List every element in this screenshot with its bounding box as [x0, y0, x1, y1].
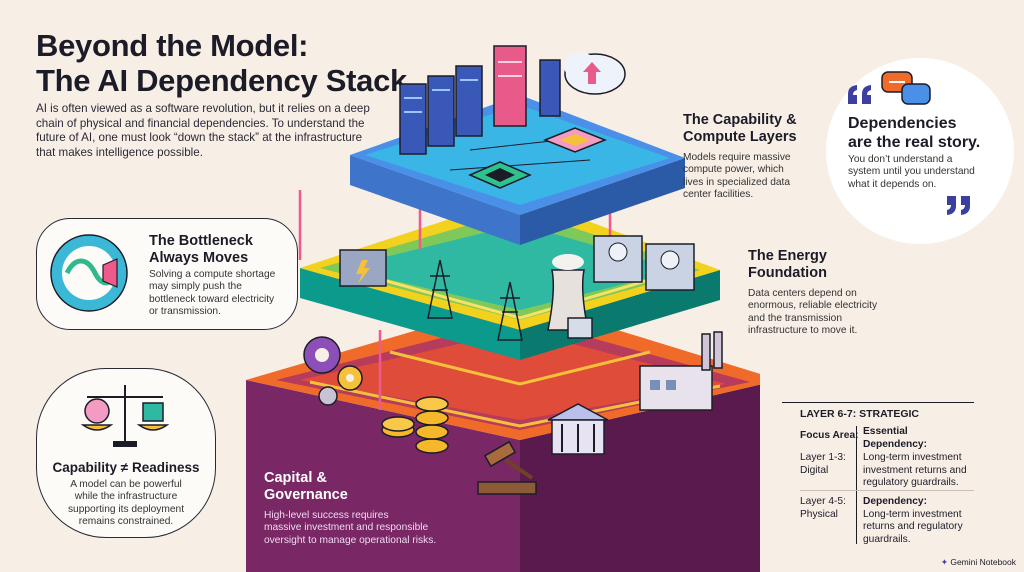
quote-close-icon — [947, 196, 970, 215]
quote-open-icon — [848, 85, 871, 104]
capital-layer-label: Capital & Governance High-level success … — [264, 470, 464, 547]
strategic-focus-label: Focus Area: — [800, 430, 859, 441]
bottleneck-body-line: bottleneck toward electricity — [149, 293, 275, 305]
row1-right-line: investment returns and — [863, 464, 967, 476]
energy-layer-body: Data centers depend on enormous, reliabl… — [748, 288, 908, 337]
energy-layer-title: The Energy Foundation — [748, 248, 908, 282]
cooling-units — [593, 235, 695, 291]
strategic-row1-left: Layer 1-3: Digital — [800, 452, 846, 477]
readiness-body-line: A model can be powerful — [70, 479, 182, 490]
essential-line-1: Essential — [863, 426, 908, 437]
strategic-top-rule — [782, 402, 974, 403]
row1-left-line-1: Layer 1-3: — [800, 452, 846, 463]
energy-title-line-2: Foundation — [748, 265, 827, 281]
quote-body-line: what it depends on. — [848, 178, 937, 190]
row2-right-line: Long-term investment — [863, 508, 962, 520]
quote-title-line-1: Dependencies — [848, 115, 957, 132]
transmission-towers — [427, 259, 523, 341]
energy-layer-label: The Energy Foundation Data centers depen… — [748, 248, 908, 337]
title-line-1: Beyond the Model: — [36, 28, 309, 63]
capability-body-line: Models require massive — [683, 152, 791, 163]
gemini-sparkle-icon: ✦ — [940, 557, 948, 567]
bottleneck-title-line-1: The Bottleneck — [149, 233, 253, 249]
chat-bubbles-icon — [881, 71, 931, 105]
row2-left-line-2: Physical — [800, 508, 838, 520]
brand-label: ✦ Gemini Notebook — [941, 557, 1016, 568]
energy-body-line: infrastructure to move it. — [748, 324, 858, 336]
capability-body-line: compute power, which — [683, 164, 784, 176]
strategic-row1-right: Long-term investment investment returns … — [863, 452, 975, 490]
quote-body-line: You don’t understand a — [848, 154, 953, 165]
row2-right-label: Dependency: — [863, 496, 927, 507]
capital-layer-body: High-level success requires massive inve… — [264, 510, 464, 547]
capital-layer-title: Capital & Governance — [264, 470, 464, 504]
bottleneck-card: The Bottleneck Always Moves Solving a co… — [36, 218, 298, 330]
readiness-title: Capability ≠ Readiness — [52, 460, 200, 475]
bottleneck-title: The Bottleneck Always Moves — [149, 233, 289, 267]
bottleneck-title-line-2: Always Moves — [149, 250, 249, 266]
capital-body-line: High-level success requires — [264, 510, 389, 521]
row1-left-line-2: Digital — [800, 464, 829, 476]
capability-title-line-2: Compute Layers — [683, 129, 797, 145]
capital-title-line-1: Capital & — [264, 470, 327, 486]
essential-line-2: Dependency: — [863, 438, 927, 450]
strategic-essential-label: Essential Dependency: — [863, 426, 927, 451]
gears-icon — [303, 336, 363, 406]
flow-loop-icon — [50, 234, 128, 312]
gavel-icon — [477, 440, 537, 495]
quote-title-line-2: are the real story. — [848, 134, 981, 151]
bank-building-icon — [547, 403, 609, 455]
cable-lines — [298, 190, 612, 410]
row1-right-line: Long-term investment — [863, 452, 962, 463]
readiness-body-line: remains constrained. — [78, 515, 174, 527]
strategic-row-divider — [800, 490, 974, 491]
bottleneck-body-line: or transmission. — [149, 305, 221, 317]
energy-title-line-1: The Energy — [748, 248, 827, 264]
row1-right-line: regulatory guardrails. — [863, 477, 959, 488]
strategic-header: LAYER 6-7: STRATEGIC — [800, 408, 920, 420]
bottleneck-body-line: may simply push the — [149, 281, 242, 293]
readiness-body: A model can be powerful while the infras… — [45, 479, 207, 528]
readiness-body-line: supporting its deployment — [67, 503, 185, 515]
energy-body-line: Data centers depend on — [748, 288, 857, 299]
power-plant — [547, 254, 593, 339]
row2-right-line: returns and regulatory — [863, 521, 963, 532]
row2-right-line: guardrails. — [863, 533, 911, 545]
capability-title-line-1: The Capability & — [683, 112, 797, 128]
readiness-card: Capability ≠ Readiness A model can be po… — [36, 368, 216, 538]
factory-icon — [639, 331, 723, 411]
quote-body-line: system until you understand — [848, 166, 975, 178]
substation — [339, 249, 387, 287]
intro-paragraph: AI is often viewed as a software revolut… — [36, 102, 370, 159]
bottleneck-body: Solving a compute shortage may simply pu… — [149, 269, 295, 318]
processor-chips — [468, 127, 608, 189]
brand-text: Gemini Notebook — [950, 557, 1016, 567]
capital-title-line-2: Governance — [264, 487, 348, 503]
capability-body-line: lives in specialized data — [683, 176, 791, 188]
strategic-column-divider — [856, 426, 857, 544]
energy-body-line: and the transmission — [748, 312, 843, 324]
title-line-2: The AI Dependency Stack — [36, 63, 407, 98]
readiness-body-line: while the infrastructure — [74, 491, 178, 503]
server-racks — [399, 45, 561, 155]
capability-layer-title: The Capability & Compute Layers — [683, 112, 823, 146]
row2-left-line-1: Layer 4-5: — [800, 496, 846, 507]
bottleneck-body-line: Solving a compute shortage — [149, 269, 276, 280]
quote-title: Dependencies are the real story. — [848, 114, 1008, 152]
coins-icon — [381, 396, 449, 454]
dependency-stack-illustration — [246, 45, 760, 572]
energy-body-line: enormous, reliable electricity — [748, 300, 878, 312]
capital-body-line: oversight to manage operational risks. — [264, 534, 437, 546]
strategic-row2-left: Layer 4-5: Physical — [800, 496, 846, 521]
cloud-upload-icon — [564, 52, 626, 95]
capital-body-line: massive investment and responsible — [264, 522, 429, 534]
strategic-row2-right: Dependency: Long-term investment returns… — [863, 496, 975, 546]
quote-body: You don’t understand a system until you … — [848, 154, 1008, 191]
capability-layer-body: Models require massive compute power, wh… — [683, 152, 823, 201]
compute-slab — [350, 95, 685, 245]
page-title: Beyond the Model: The AI Dependency Stac… — [36, 28, 407, 98]
capability-body-line: center facilities. — [683, 188, 754, 200]
balance-scale-icon — [80, 385, 170, 447]
capability-layer-label: The Capability & Compute Layers Models r… — [683, 112, 823, 201]
